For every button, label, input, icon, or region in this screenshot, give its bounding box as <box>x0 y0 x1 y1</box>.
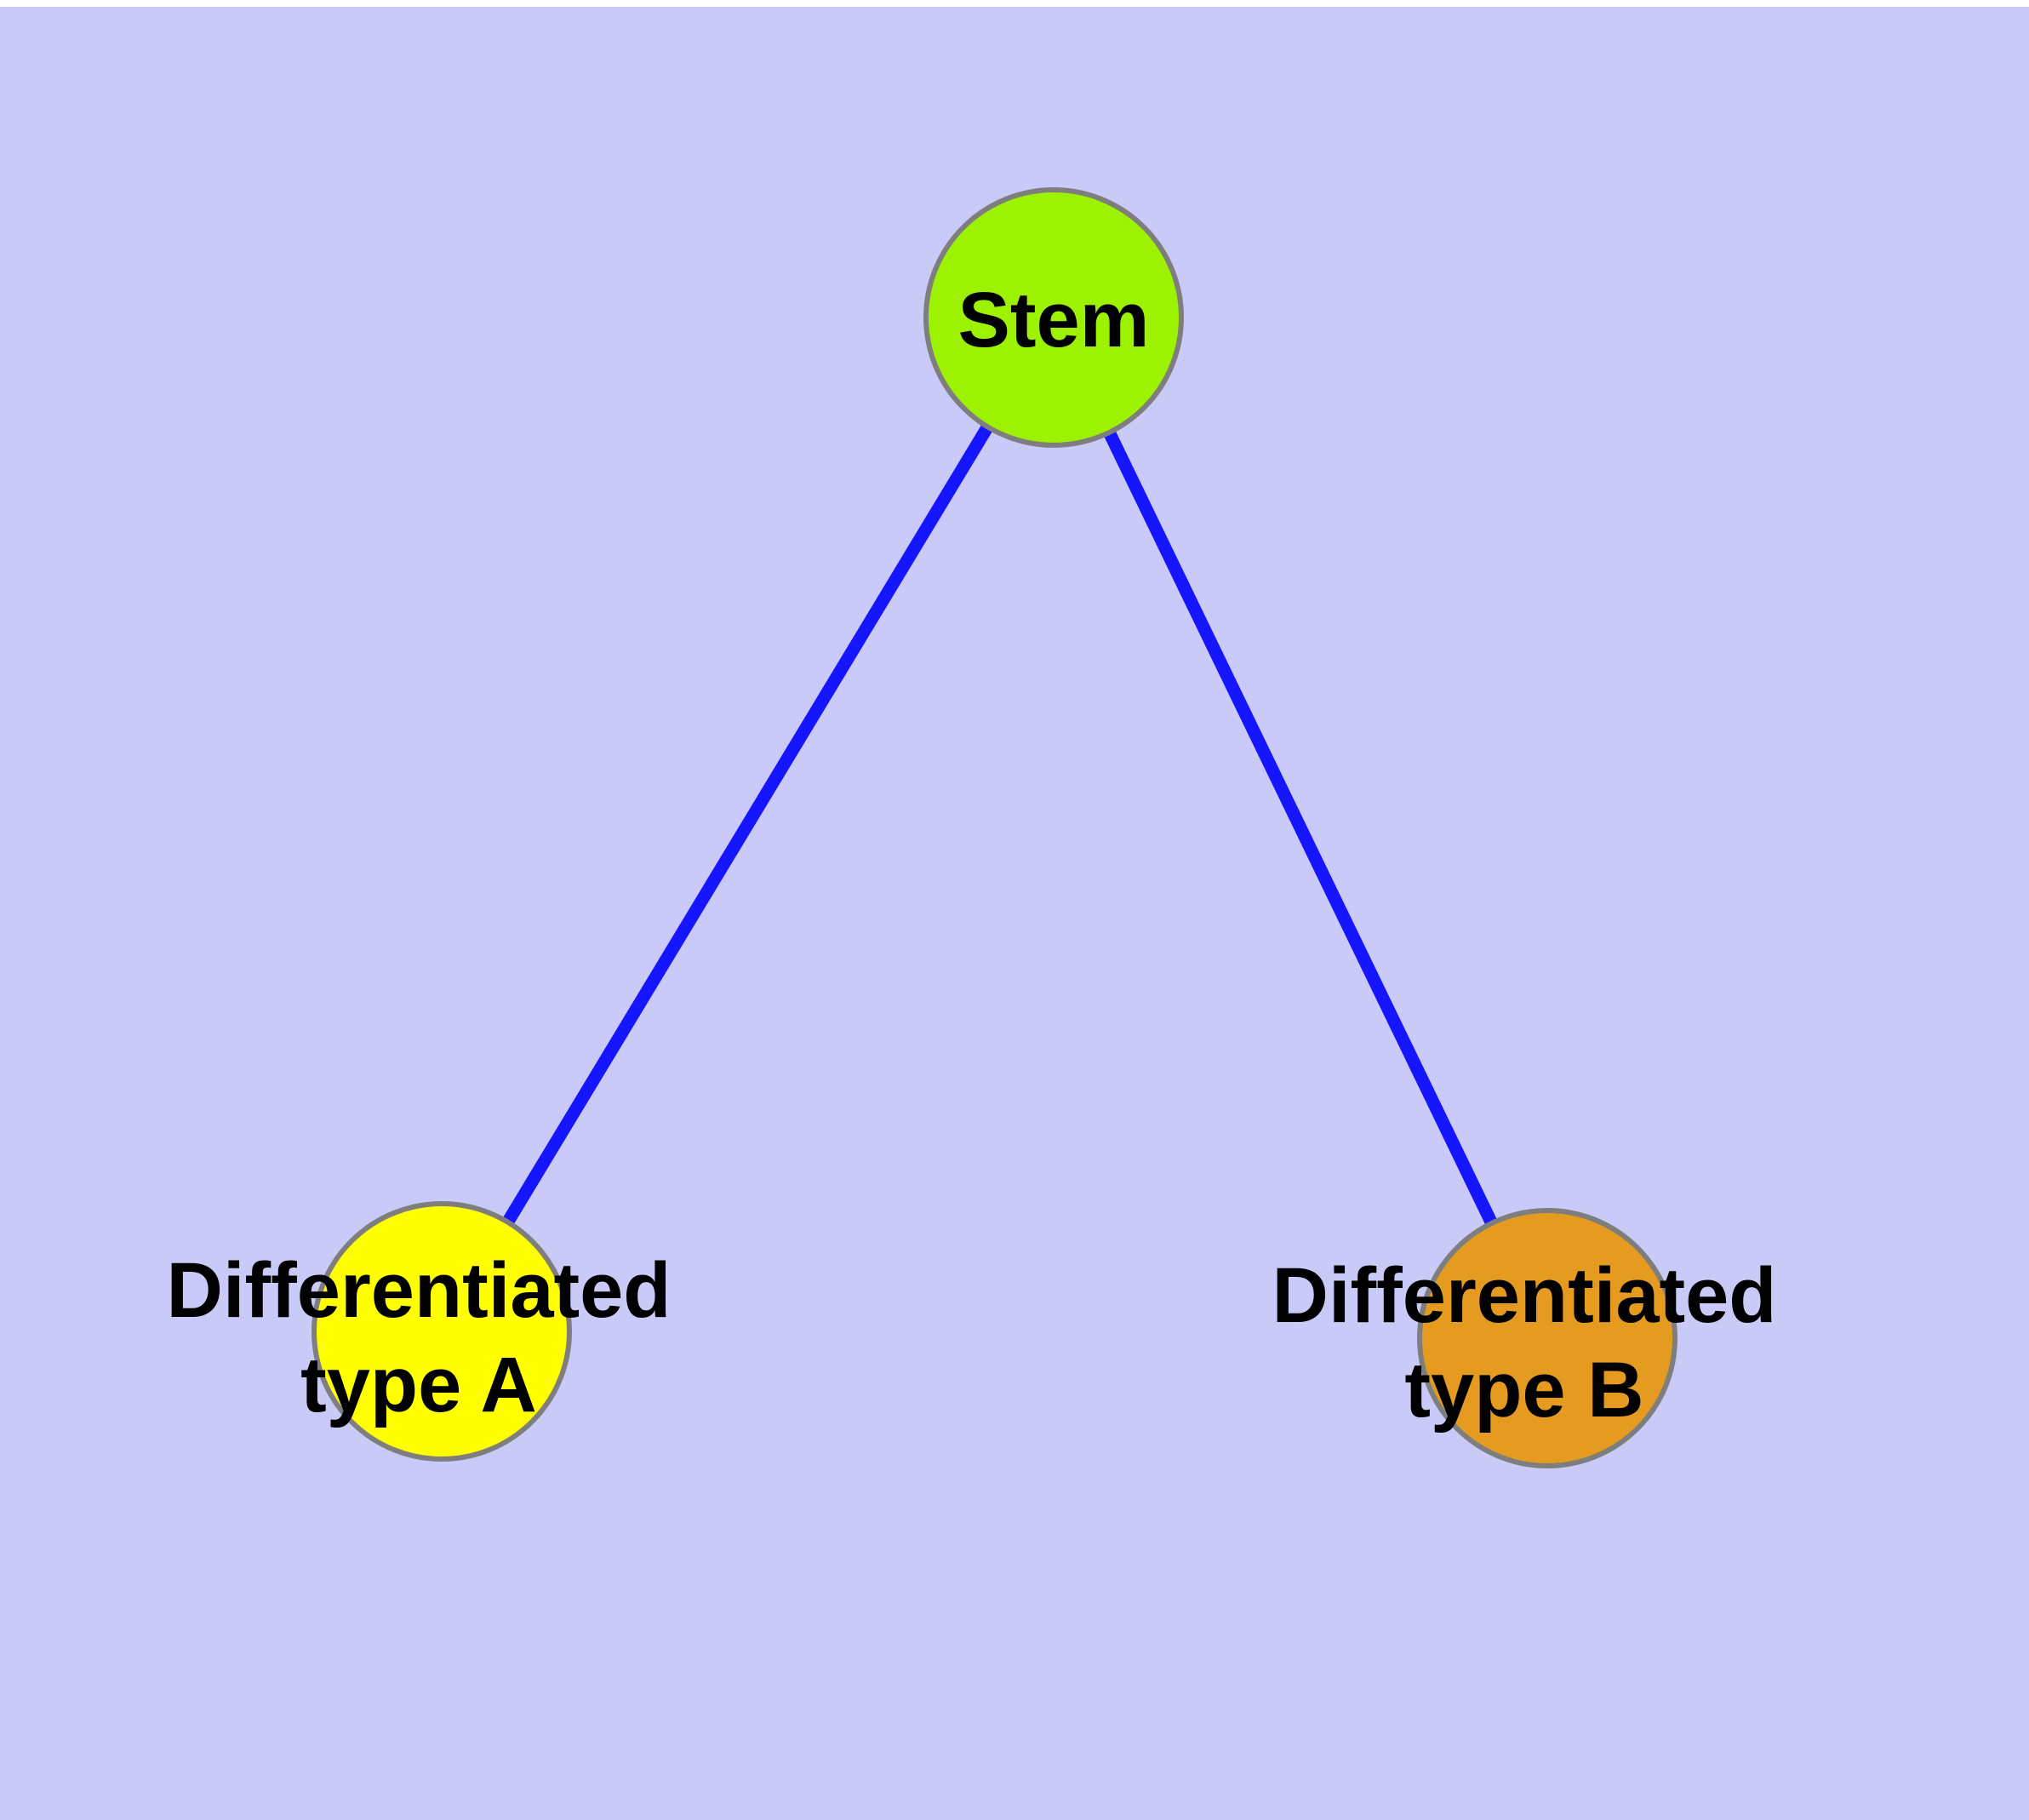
node-differentiated-type-b <box>1417 1208 1677 1468</box>
node-type-a-label-line1: Differentiated <box>167 1247 672 1334</box>
node-differentiated-type-a <box>311 1201 572 1462</box>
node-stem <box>923 187 1184 448</box>
edge-stem-to-type-b <box>1048 314 1553 1342</box>
node-stem-label: Stem <box>958 277 1150 363</box>
node-type-b-label-line2: type B <box>1404 1347 1643 1434</box>
node-type-b-label-line1: Differentiated <box>1272 1252 1777 1339</box>
node-type-a-label-line2: type A <box>300 1342 537 1428</box>
edge-stem-to-type-a <box>436 314 1060 1335</box>
